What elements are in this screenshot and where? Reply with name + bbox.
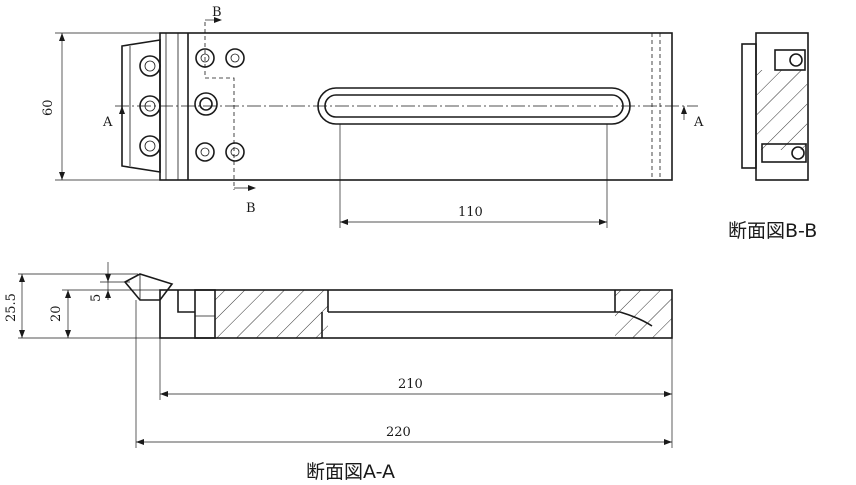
top-view: B B A A 60 110 bbox=[41, 5, 704, 228]
section-b-top-label: B bbox=[212, 5, 222, 20]
dim-length-total: 220 bbox=[386, 425, 411, 440]
section-a-right-label: A bbox=[693, 115, 704, 130]
dim-step: 5 bbox=[89, 294, 104, 302]
dim-height-body: 20 bbox=[49, 305, 64, 322]
section-b-bottom-label: B bbox=[246, 201, 256, 216]
clamp-jaw bbox=[121, 33, 167, 180]
caption-section-bb: 断面図B-B bbox=[728, 220, 817, 242]
dim-slot-length: 110 bbox=[458, 205, 483, 220]
caption-section-aa: 断面図A-A bbox=[306, 461, 395, 483]
dim-height-total: 25.5 bbox=[4, 293, 19, 322]
section-b-view: 断面図B-B bbox=[728, 32, 817, 242]
section-a-left-label: A bbox=[102, 115, 113, 130]
dim-width: 60 bbox=[41, 99, 56, 116]
bolt-holes bbox=[194, 48, 245, 162]
section-a-view: 25.5 20 5 210 220 断面図A-A bbox=[4, 262, 673, 483]
clamp-profile bbox=[123, 273, 174, 301]
dim-length-body: 210 bbox=[398, 377, 423, 392]
top-view-body bbox=[159, 32, 673, 181]
